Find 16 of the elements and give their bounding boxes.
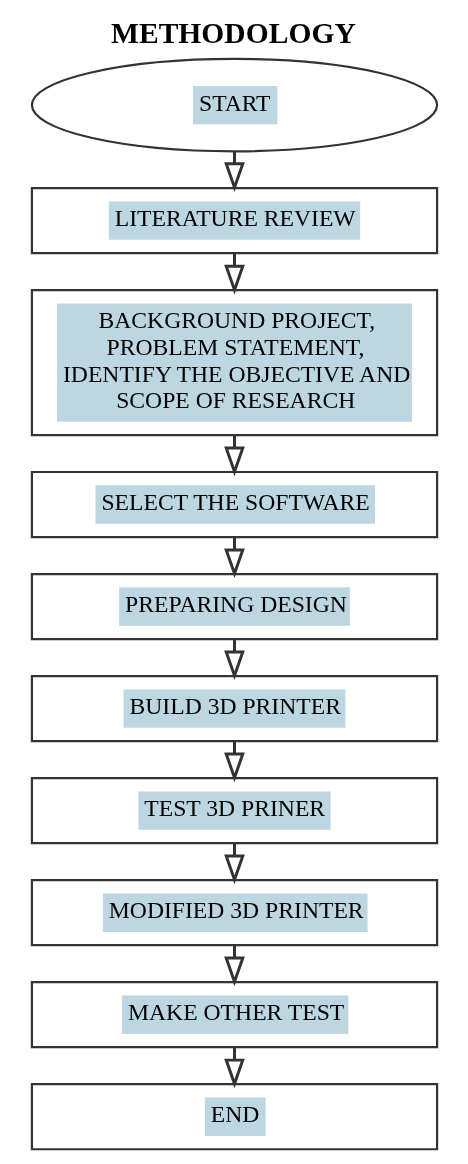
node-box: MAKE OTHER TEST bbox=[30, 981, 438, 1049]
node-box: TEST 3D PRINER bbox=[30, 777, 438, 845]
arrow bbox=[223, 435, 245, 477]
arrow bbox=[223, 741, 245, 783]
node-box: END bbox=[30, 1083, 438, 1151]
node-box: LITERATURE REVIEW bbox=[30, 187, 438, 255]
node-box: BACKGROUND PROJECT, PROBLEM STATEMENT, IDENTIFY THE OBJECTIVE AND SCOPE OF RESEARCH bbox=[30, 289, 438, 437]
arrow bbox=[223, 843, 245, 885]
arrow bbox=[223, 945, 245, 987]
node-box: SELECT THE SOFTWARE bbox=[30, 470, 438, 539]
arrow bbox=[223, 639, 245, 681]
node-box: PREPARING DESIGN bbox=[30, 572, 438, 641]
node-box: MODIFIED 3D PRINTER bbox=[30, 879, 438, 947]
node-ellipse: START bbox=[30, 57, 438, 153]
node-box: BUILD 3D PRINTER bbox=[30, 674, 438, 743]
diagram-title: METHODOLOGY bbox=[110, 16, 356, 49]
